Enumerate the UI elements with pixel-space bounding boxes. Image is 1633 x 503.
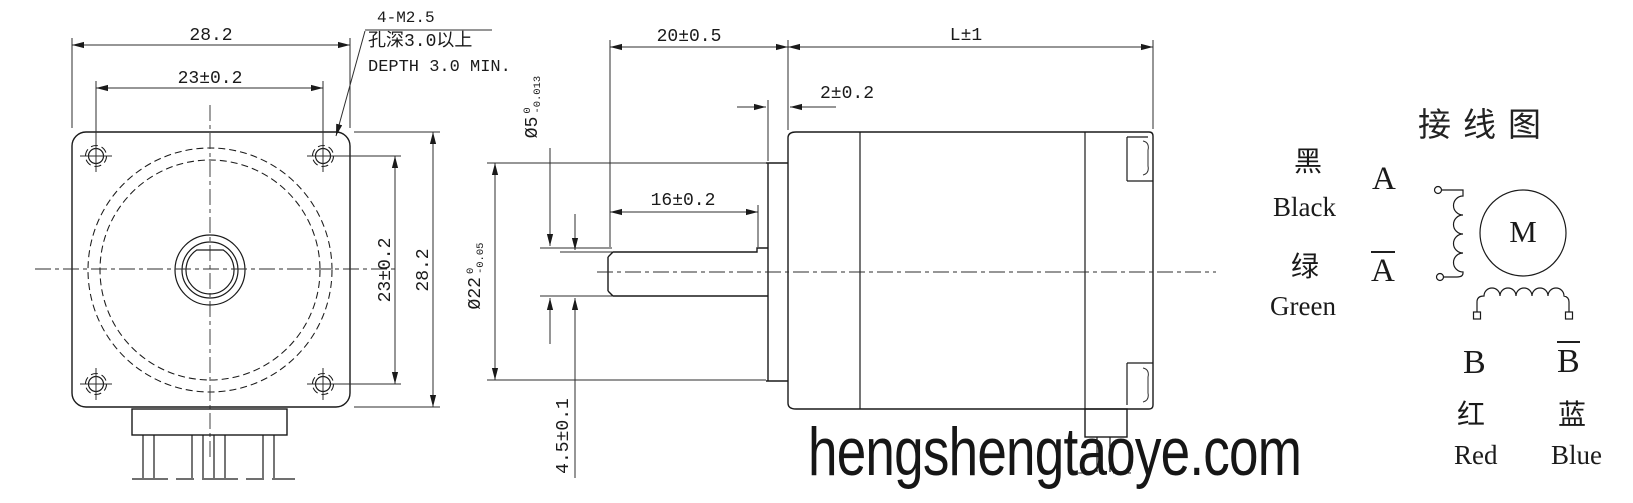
phase-b-coil (1476, 287, 1570, 312)
pilot-dia-main: Ø22 (466, 277, 486, 310)
phase-a-coil (1442, 189, 1464, 278)
wire-blue-cn: 蓝 (1558, 402, 1587, 433)
dim-hole-spacing-v-label: 23±0.2 (376, 237, 396, 303)
phase-a-label: A (1372, 161, 1396, 197)
terminal-b (1472, 311, 1482, 320)
wire-black-cn: 黑 (1294, 149, 1323, 180)
wiring-diagram (1433, 185, 1574, 320)
wire-black-en: Black (1273, 192, 1336, 222)
terminal-b-bar (1564, 311, 1574, 320)
wire-green-en: Green (1270, 291, 1336, 321)
side-view (487, 40, 1216, 478)
rear-cover-clip (1126, 136, 1153, 182)
wire-green-cn: 绿 (1291, 254, 1320, 285)
pilot-dia-tol-lower: -0.05 (475, 242, 487, 275)
front-view (35, 29, 492, 480)
dim-pilot-depth-label: 2±0.2 (819, 84, 875, 104)
terminal-a-bar (1435, 272, 1445, 282)
shaft-dia-tol-lower: -0.013 (532, 75, 544, 114)
dim-flange-height-label: 28.2 (414, 248, 434, 292)
dim-shaft-dia-label: Ø5 0 -0.013 (522, 75, 544, 139)
dim-pilot-dia-label: Ø22 0 -0.05 (465, 242, 487, 310)
tap-note-line1: 4-M2.5 (377, 9, 435, 27)
phase-b-label: B (1463, 344, 1486, 381)
phase-a-bar-label: A (1371, 251, 1395, 289)
motor-circle (1479, 189, 1567, 277)
dim-flat-length-label: 16±0.2 (650, 191, 716, 211)
dim-body-length-label: L±1 (949, 26, 983, 46)
connector-pins (142, 435, 275, 478)
wire-blue-en: Blue (1551, 440, 1602, 470)
dim-flat-across-label: 4.5±0.1 (554, 398, 574, 474)
rear-cover-clip (1126, 362, 1153, 405)
mounting-hole (307, 368, 339, 400)
dim-hole-spacing-h-label: 23±0.2 (177, 69, 243, 89)
mounting-hole (80, 368, 112, 400)
wire-red-cn: 红 (1457, 402, 1486, 433)
watermark-text: hengshengtaoye.com (808, 414, 1302, 490)
wire-red-en: Red (1454, 440, 1498, 470)
dim-flange-width-label: 28.2 (189, 26, 233, 46)
motor-symbol: M (1509, 213, 1537, 249)
dim-shaft-extension-label: 20±0.5 (656, 27, 722, 47)
wiring-diagram-title: 接线图 (1418, 109, 1553, 146)
terminal-a (1433, 185, 1443, 195)
tap-note-line2: 孔深3.0以上 (368, 32, 473, 52)
shaft-dia-main: Ø5 (523, 116, 543, 139)
phase-b-bar-label: B (1557, 341, 1580, 380)
tap-note-line3: DEPTH 3.0 MIN. (368, 58, 511, 77)
